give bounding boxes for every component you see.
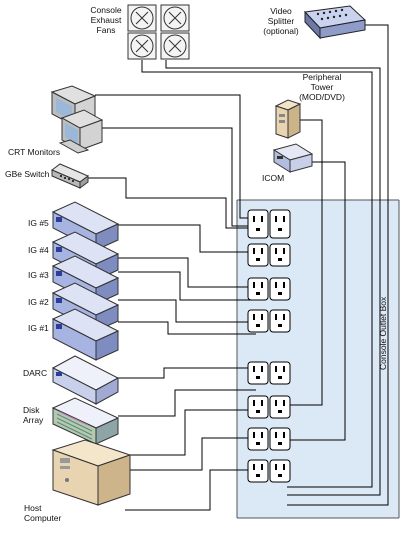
darc-label: DARC bbox=[23, 368, 48, 378]
disk-array-label: Disk Array bbox=[23, 405, 43, 425]
ig-servers-icon bbox=[51, 201, 120, 361]
label-line: Disk bbox=[23, 405, 40, 415]
label-line: Peripheral bbox=[302, 72, 342, 82]
label-line: Array bbox=[23, 415, 44, 425]
ig3-label: IG #3 bbox=[28, 270, 49, 280]
label-line: Console bbox=[90, 5, 122, 15]
label-line: (optional) bbox=[263, 26, 299, 36]
label-line: Video bbox=[270, 6, 292, 16]
icom-icon bbox=[272, 143, 314, 173]
outlet-slots bbox=[253, 216, 285, 477]
label-line: Fans bbox=[96, 25, 116, 35]
video-splitter-icon bbox=[303, 5, 367, 40]
disk-array-icon bbox=[51, 397, 120, 445]
ig1-label: IG #1 bbox=[28, 323, 49, 333]
peripheral-tower-icon bbox=[274, 99, 302, 139]
crt-monitors-label: CRT Monitors bbox=[8, 147, 61, 157]
label-line: Computer bbox=[24, 513, 62, 523]
label-line: Splitter bbox=[267, 16, 295, 26]
gbe-switch-icon bbox=[51, 163, 89, 189]
host-computer-label: Host Computer bbox=[24, 503, 61, 523]
ig4-label: IG #4 bbox=[28, 245, 49, 255]
exhaust-fans-icon bbox=[127, 4, 190, 60]
label-line: Tower bbox=[310, 82, 334, 92]
console-outlet-box-label: Console Outlet Box bbox=[378, 296, 388, 370]
console-exhaust-fans-label: Console Exhaust Fans bbox=[84, 5, 128, 35]
ig5-label: IG #5 bbox=[28, 218, 49, 228]
label-line: Host bbox=[24, 503, 42, 513]
label-line: (MOD/DVD) bbox=[299, 92, 345, 102]
gbe-switch-label: GBe Switch bbox=[5, 169, 50, 179]
ig2-label: IG #2 bbox=[28, 297, 49, 307]
darc-icon bbox=[51, 355, 120, 405]
host-computer-icon bbox=[51, 439, 132, 506]
label-line: Exhaust bbox=[90, 15, 122, 25]
peripheral-tower-label: Peripheral Tower (MOD/DVD) bbox=[295, 72, 349, 102]
icom-label: ICOM bbox=[262, 173, 285, 183]
crt-monitors-icon bbox=[50, 85, 104, 154]
video-splitter-label: Video Splitter (optional) bbox=[258, 6, 304, 36]
